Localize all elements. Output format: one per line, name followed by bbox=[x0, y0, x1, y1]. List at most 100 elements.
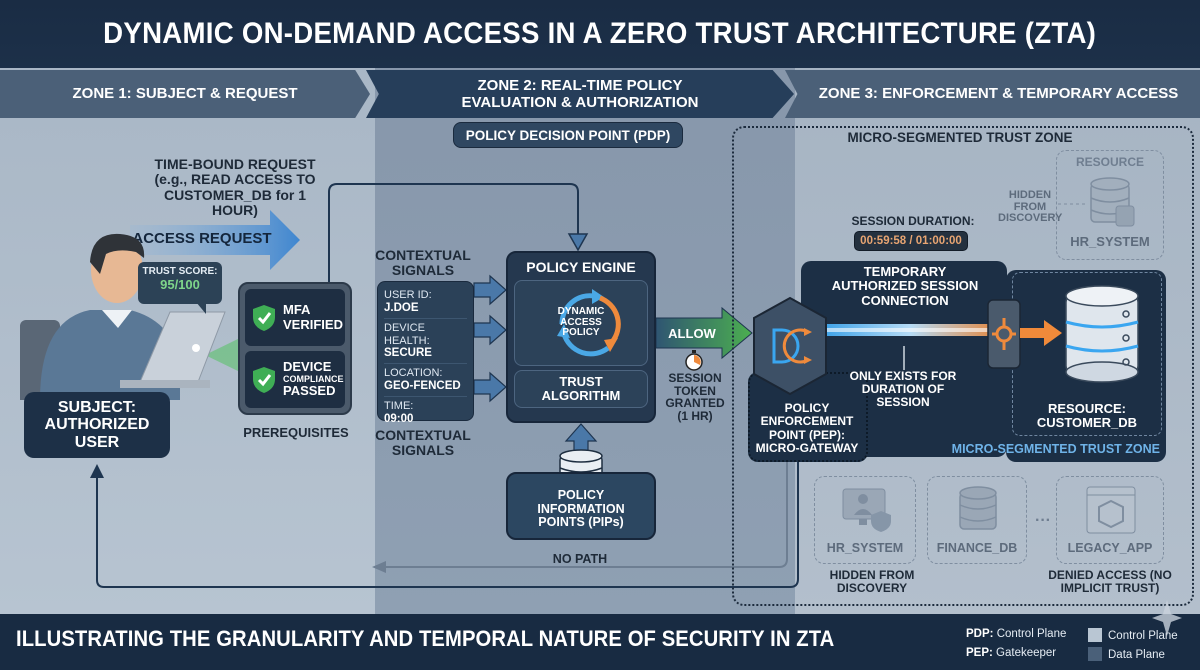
customer-db-label: RESOURCE: CUSTOMER_DB bbox=[1036, 401, 1138, 431]
legend-pdp: PDP: Control Plane bbox=[966, 628, 1066, 640]
trust-score-bubble: TRUST SCORE: 95/100 bbox=[138, 262, 222, 304]
denied-access-label: DENIED ACCESS (NO IMPLICIT TRUST) bbox=[1048, 568, 1172, 595]
prereq-device-detail: PASSED bbox=[283, 383, 336, 399]
session-duration-label: SESSION DURATION: bbox=[851, 214, 975, 228]
user-at-laptop-illustration bbox=[20, 233, 226, 400]
laptop-logo bbox=[192, 344, 200, 352]
signal-arrow-3 bbox=[473, 371, 507, 403]
trust-score-value: 95/100 bbox=[160, 277, 200, 292]
return-line bbox=[96, 462, 799, 588]
trust-algorithm: TRUST ALGORITHM bbox=[514, 370, 648, 408]
data-plane-swatch bbox=[1088, 647, 1102, 661]
prereq-device: DEVICE COMPLIANCE PASSED bbox=[245, 351, 345, 408]
legend-pdp-key: PDP: bbox=[966, 628, 994, 640]
temporary-session-label: TEMPORARY AUTHORIZED SESSION CONNECTION bbox=[831, 264, 979, 308]
contextual-signals-box: USER ID: J.DOE DEVICE HEALTH:SECURE LOCA… bbox=[377, 281, 474, 425]
hidden-resource-title: RESOURCE bbox=[1075, 155, 1144, 169]
zone1-header: ZONE 1: SUBJECT & REQUEST bbox=[0, 70, 370, 118]
monitor-user-shield-icon bbox=[842, 488, 891, 532]
zone2-header-label: ZONE 2: REAL-TIME POLICY EVALUATION & AU… bbox=[461, 76, 699, 111]
signal-arrow-2 bbox=[473, 314, 507, 346]
customer-db-icon bbox=[1065, 285, 1139, 383]
engine-input-arrowhead bbox=[567, 233, 589, 252]
legend-pep: PEP: Gatekeeper bbox=[966, 647, 1056, 659]
only-exists-label: ONLY EXISTS FOR DURATION OF SESSION bbox=[849, 369, 957, 410]
user-collar bbox=[102, 310, 132, 328]
gateway-node-icon bbox=[987, 299, 1021, 369]
shield-check-icon bbox=[253, 366, 275, 393]
hidden-resource-name: HR_SYSTEM bbox=[1070, 234, 1150, 249]
title-bar: DYNAMIC ON-DEMAND ACCESS IN A ZERO TRUST… bbox=[0, 0, 1200, 68]
mstz-inner-label: MICRO-SEGMENTED TRUST ZONE bbox=[951, 442, 1160, 456]
no-path-arrowhead bbox=[372, 561, 386, 573]
prereq-device-title: DEVICE bbox=[283, 359, 332, 375]
prereq-to-engine-line bbox=[328, 183, 579, 282]
zone3-header: ZONE 3: ENFORCEMENT & TEMPORARY ACCESS bbox=[785, 70, 1200, 118]
signal-row: DEVICE HEALTH:SECURE bbox=[384, 319, 467, 365]
denied-resource-legacy: LEGACY_APP bbox=[1056, 476, 1164, 564]
prerequisites-label: PREREQUISITES bbox=[243, 425, 349, 440]
pip-box: POLICY INFORMATION POINTS (PIPs) bbox=[506, 472, 656, 540]
prereq-device-small: COMPLIANCE bbox=[283, 373, 344, 384]
laptop-base bbox=[120, 380, 210, 388]
prereq-mfa: MFA VERIFIED bbox=[245, 289, 345, 346]
hidden-resource-box bbox=[1056, 150, 1164, 260]
signal-arrow-1 bbox=[473, 274, 507, 306]
policy-engine-title: POLICY ENGINE bbox=[526, 259, 636, 275]
control-plane-swatch bbox=[1088, 628, 1102, 642]
signal-row: LOCATION:GEO-FENCED bbox=[384, 364, 467, 398]
session-timer: 00:59:58 / 01:00:00 bbox=[854, 231, 968, 251]
signal-key: DEVICE HEALTH: bbox=[384, 321, 430, 347]
pdp-label: POLICY DECISION POINT (PDP) bbox=[453, 122, 683, 148]
pep-hexagon-icon bbox=[753, 296, 827, 396]
pip-label: POLICY INFORMATION POINTS (PIPs) bbox=[537, 487, 625, 530]
trust-score-label: TRUST SCORE: bbox=[142, 266, 218, 277]
trust-bubble-tail bbox=[196, 302, 206, 314]
legend-swatch-label: Data Plane bbox=[1108, 649, 1165, 661]
legend-pep-value: Gatekeeper bbox=[996, 647, 1057, 659]
access-request-label: ACCESS REQUEST bbox=[132, 230, 272, 247]
verification-beam bbox=[205, 338, 240, 372]
page-title: DYNAMIC ON-DEMAND ACCESS IN A ZERO TRUST… bbox=[103, 17, 1097, 50]
denied-resource-name: HR_SYSTEM bbox=[826, 541, 904, 555]
denied-resource-name: LEGACY_APP bbox=[1067, 541, 1153, 555]
legend-pep-key: PEP: bbox=[966, 647, 993, 659]
dynamic-access-policy-label: DYNAMIC ACCESS POLICY bbox=[557, 306, 605, 338]
footer-caption: ILLUSTRATING THE GRANULARITY AND TEMPORA… bbox=[16, 626, 835, 651]
contextual-signals-label-top: CONTEXTUAL SIGNALS bbox=[375, 247, 471, 278]
allow-arrow bbox=[655, 306, 753, 360]
micro-segmented-trust-zone-outer bbox=[732, 126, 1194, 606]
signal-key: LOCATION: bbox=[384, 367, 443, 380]
session-token-label: SESSION TOKEN GRANTED (1 HR) bbox=[665, 371, 725, 423]
signal-value: GEO-FENCED bbox=[384, 380, 461, 392]
ellipsis-separator: ··· bbox=[1035, 512, 1051, 529]
legend-swatch-control: Control Plane bbox=[1088, 628, 1178, 642]
cycle-arrows-icon bbox=[557, 289, 621, 357]
pep-label: POLICY ENFORCEMENT POINT (PEP): MICRO-GA… bbox=[755, 401, 859, 456]
signal-key: TIME: bbox=[384, 400, 414, 413]
prereq-mfa-title: MFA bbox=[283, 302, 311, 318]
subject-label: SUBJECT: AUTHORIZED USER bbox=[44, 398, 150, 451]
denied-resource-name: FINANCE_DB bbox=[936, 541, 1018, 555]
signal-key: USER ID: bbox=[384, 289, 432, 301]
subject-box: SUBJECT: AUTHORIZED USER bbox=[24, 392, 170, 458]
database-icon bbox=[959, 486, 997, 530]
allow-label: ALLOW bbox=[668, 326, 716, 341]
legend-swatch-label: Control Plane bbox=[1108, 630, 1178, 642]
hidden-from-discovery-bottom: HIDDEN FROM DISCOVERY bbox=[829, 568, 915, 595]
prerequisites-box: MFA VERIFIED DEVICE COMPLIANCE PASSED bbox=[238, 282, 352, 415]
legend-pdp-value: Control Plane bbox=[996, 628, 1067, 640]
hidden-dashed-link bbox=[1058, 203, 1088, 205]
session-beam bbox=[820, 324, 1000, 336]
hidden-from-discovery-label: HIDDEN FROM DISCOVERY bbox=[998, 189, 1063, 225]
access-request-arrow bbox=[130, 210, 300, 270]
dynamic-access-policy: DYNAMIC ACCESS POLICY bbox=[514, 280, 648, 366]
pep-panel bbox=[748, 372, 868, 462]
time-bound-request-text: TIME-BOUND REQUEST (e.g., READ ACCESS TO… bbox=[154, 156, 316, 219]
signal-row: TIME:09:00 bbox=[384, 397, 467, 429]
hidden-database-icon bbox=[1090, 177, 1135, 227]
no-path-line bbox=[375, 462, 788, 568]
legend-swatch-data: Data Plane bbox=[1088, 647, 1165, 661]
denied-resource-hr: HR_SYSTEM bbox=[814, 476, 916, 564]
